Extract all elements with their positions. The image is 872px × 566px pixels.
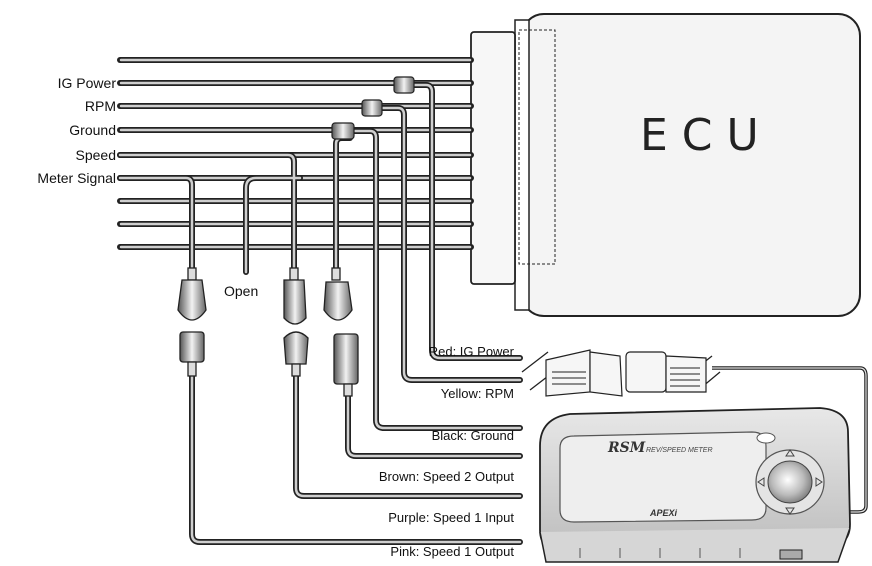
wire-label-purple: Purple: Speed 1 Input [388, 510, 514, 525]
label-speed: Speed [76, 147, 116, 163]
wire-label-yellow: Yellow: RPM [441, 386, 514, 401]
right-arrow-icon[interactable] [815, 477, 823, 487]
tap-connectors [331, 76, 415, 140]
main-connector [521, 349, 868, 514]
bullet-connectors [177, 267, 359, 397]
wire-label-brown: Brown: Speed 2 Output [379, 469, 515, 484]
rsm-subtitle: REV/SPEED METER [646, 447, 713, 454]
ecu-unit: ECU [470, 13, 861, 317]
label-rpm: RPM [85, 98, 116, 114]
label-ground: Ground [69, 122, 116, 138]
label-ig-power: IG Power [58, 75, 117, 91]
down-arrow-icon[interactable] [785, 507, 795, 515]
left-arrow-icon[interactable] [757, 477, 765, 487]
rsm-logo: RSM [607, 440, 646, 456]
rsm-meter-unit: RSM REV/SPEED METER APEXi [539, 407, 851, 563]
wire-label-pink: Pink: Speed 1 Output [390, 544, 514, 559]
ecu-label: ECU [640, 110, 773, 161]
label-meter-signal: Meter Signal [37, 170, 116, 186]
navigation-knob[interactable] [755, 449, 825, 515]
branch-wires [117, 82, 523, 545]
wire-label-black: Black: Ground [432, 428, 514, 443]
signal-labels: IG Power RPM Ground Speed Meter Signal O… [37, 75, 258, 299]
apexi-logo: APEXi [649, 508, 678, 518]
up-arrow-icon[interactable] [785, 449, 795, 457]
label-open: Open [224, 283, 258, 299]
wire-labels: Red: IG Power Yellow: RPM Black: Ground … [379, 344, 515, 559]
wire-label-red: Red: IG Power [429, 344, 515, 359]
